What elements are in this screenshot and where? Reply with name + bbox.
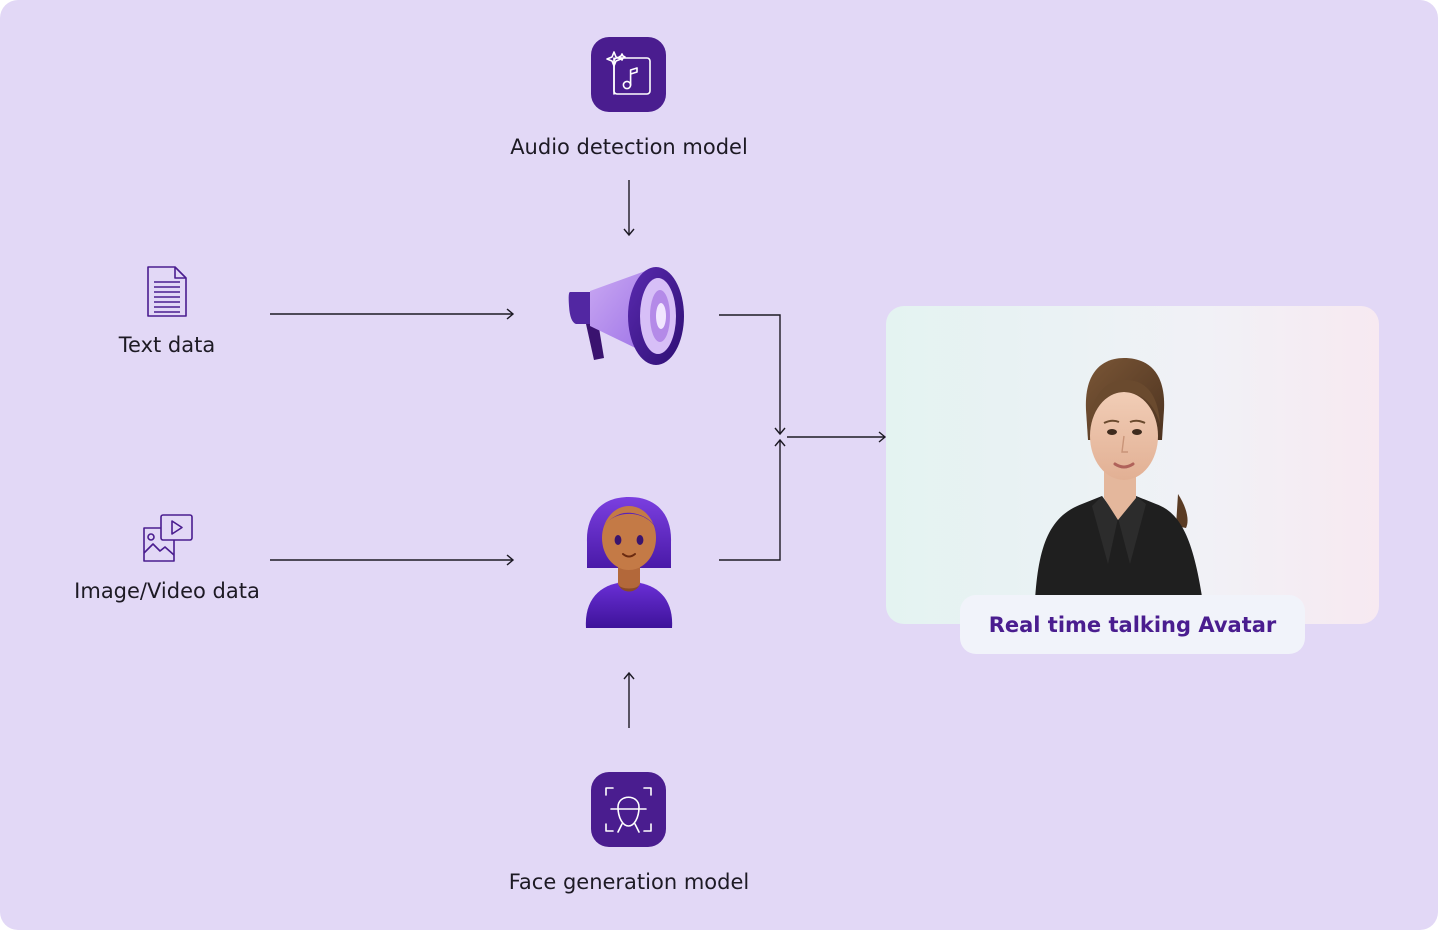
arrow-media-to-face bbox=[270, 554, 515, 566]
avatar-caption: Real time talking Avatar bbox=[960, 595, 1305, 654]
avatar-output-panel bbox=[886, 306, 1379, 624]
woman-avatar-icon bbox=[585, 497, 673, 628]
audio-model-label: Audio detection model bbox=[510, 135, 748, 159]
document-icon bbox=[147, 266, 187, 317]
face-scan-icon bbox=[605, 787, 652, 833]
face-model-tile bbox=[591, 772, 666, 847]
image-video-icon bbox=[143, 514, 193, 562]
arrow-merge-to-avatar bbox=[787, 431, 887, 443]
connector-speaker-merge bbox=[719, 314, 786, 436]
text-data-label: Text data bbox=[118, 333, 216, 357]
face-model-label: Face generation model bbox=[508, 870, 750, 894]
arrow-audio-to-speaker bbox=[623, 180, 635, 237]
audio-sparkle-note-icon bbox=[606, 51, 651, 95]
arrow-text-to-speaker bbox=[270, 308, 515, 320]
megaphone-icon bbox=[568, 267, 684, 365]
avatar-caption-label: Real time talking Avatar bbox=[988, 612, 1277, 637]
arrow-face-model-to-face bbox=[623, 671, 635, 728]
connector-face-merge bbox=[719, 438, 786, 561]
media-data-label: Image/Video data bbox=[74, 579, 260, 603]
audio-model-tile bbox=[591, 37, 666, 112]
woman-portrait bbox=[1034, 358, 1206, 624]
